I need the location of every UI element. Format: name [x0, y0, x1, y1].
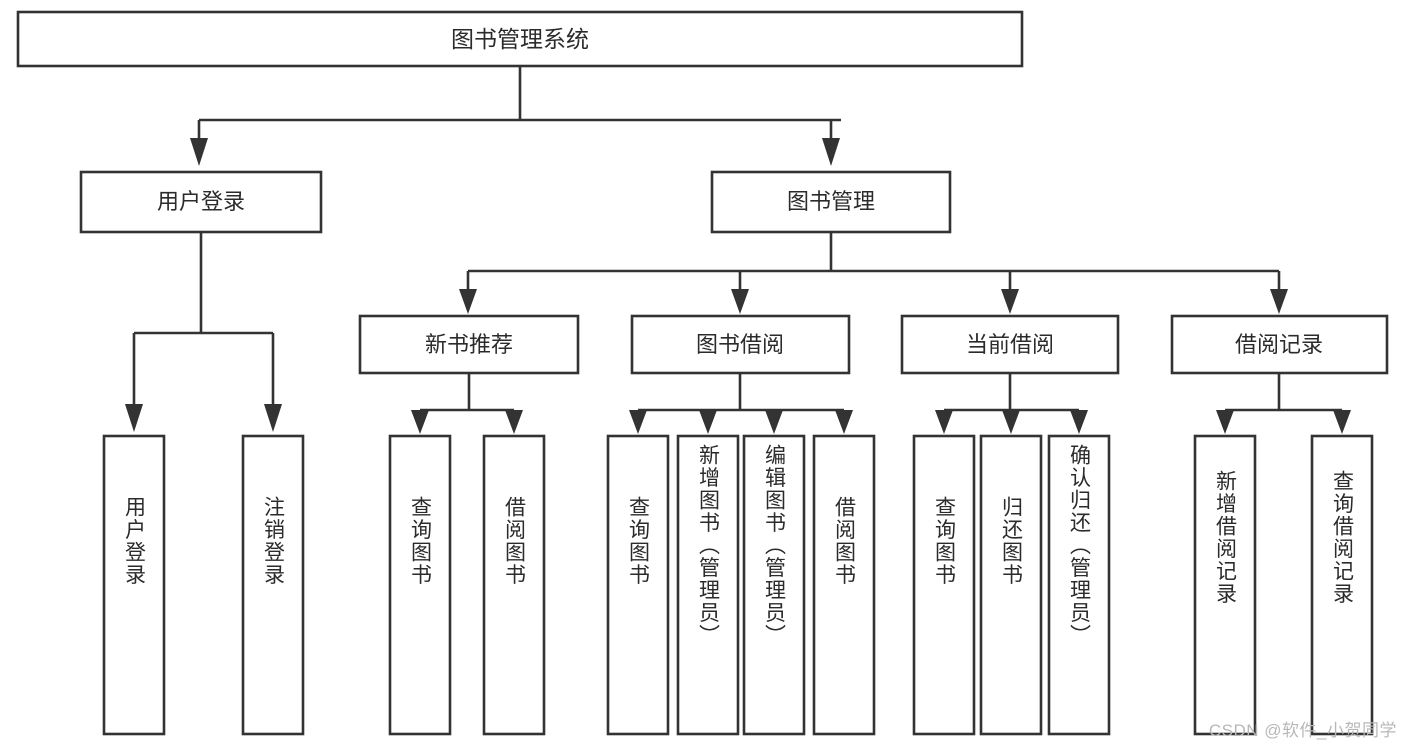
arrow-bb-4: [835, 410, 853, 434]
book-manage-label: 图书管理: [787, 189, 875, 214]
leaf-box-cb-return-book[interactable]: [979, 434, 1043, 736]
watermark-text: CSDN @软件_小贺同学: [1208, 721, 1397, 740]
connector-user-login-to-leaves: [125, 232, 282, 432]
connector-book-borrow-to-leaves: [629, 373, 853, 434]
leaf-box-br-query-record[interactable]: [1310, 434, 1374, 736]
arrow-cb-1: [935, 410, 953, 434]
leaf-box-bb-edit-book[interactable]: [742, 434, 806, 736]
node-book-manage[interactable]: 图书管理: [710, 170, 952, 234]
arrow-current-borrow: [1001, 289, 1019, 314]
leaf-box-nb-query-book[interactable]: [388, 434, 452, 736]
arrow-nb-1: [411, 410, 429, 434]
leaf-box-bb-borrow-book[interactable]: [812, 434, 876, 736]
arrow-book-manage: [822, 138, 840, 166]
leaf-box-bb-add-book[interactable]: [676, 434, 740, 736]
current-borrow-box[interactable]: [900, 314, 1120, 375]
arrow-br-1: [1216, 410, 1234, 434]
borrow-record-label: 借阅记录: [1235, 332, 1323, 357]
root-label: 图书管理系统: [451, 26, 589, 52]
arrow-user-login: [190, 138, 208, 166]
connector-new-book-to-leaves: [411, 373, 523, 434]
arrow-bb-3: [765, 410, 783, 434]
arrow-cb-3: [1070, 410, 1088, 434]
leaf-box-br-add-record[interactable]: [1193, 434, 1257, 736]
arrow-leaf-logout: [264, 404, 282, 432]
root-box[interactable]: [16, 10, 1024, 68]
connector-borrow-record-to-leaves: [1216, 373, 1351, 434]
node-new-book-recommend[interactable]: 新书推荐: [358, 314, 580, 375]
leaf-box-logout[interactable]: [241, 434, 305, 736]
arrow-bb-2: [699, 410, 717, 434]
node-root[interactable]: 图书管理系统: [16, 10, 1024, 68]
connector-current-borrow-to-leaves: [935, 373, 1088, 434]
book-borrow-label: 图书借阅: [696, 332, 784, 357]
book-borrow-box[interactable]: [630, 314, 851, 375]
arrow-leaf-user-login: [125, 404, 143, 432]
node-borrow-record[interactable]: 借阅记录: [1170, 314, 1389, 375]
new-book-recommend-box[interactable]: [358, 314, 580, 375]
node-user-login[interactable]: 用户登录: [79, 170, 323, 234]
arrow-bb-1: [629, 410, 647, 434]
node-current-borrow[interactable]: 当前借阅: [900, 314, 1120, 375]
book-manage-box[interactable]: [710, 170, 952, 234]
leaf-box-bb-query-book[interactable]: [606, 434, 670, 736]
node-book-borrow[interactable]: 图书借阅: [630, 314, 851, 375]
user-login-label: 用户登录: [157, 189, 245, 214]
current-borrow-label: 当前借阅: [966, 332, 1054, 357]
leaf-box-cb-query-book[interactable]: [912, 434, 976, 736]
leaf-box-user-login[interactable]: [102, 434, 166, 736]
arrow-br-2: [1333, 410, 1351, 434]
borrow-record-box[interactable]: [1170, 314, 1389, 375]
new-book-recommend-label: 新书推荐: [425, 332, 513, 357]
connector-book-manage-to-level3: [459, 232, 1288, 314]
leaf-boxes: [102, 434, 1374, 736]
arrow-borrow-record: [1270, 289, 1288, 314]
leaf-box-nb-borrow-book[interactable]: [482, 434, 546, 736]
arrow-cb-2: [1002, 410, 1020, 434]
leaf-box-cb-confirm-return[interactable]: [1047, 434, 1111, 736]
connector-root-to-level2: [190, 66, 841, 166]
arrow-new-book: [459, 289, 477, 314]
arrow-book-borrow: [731, 289, 749, 314]
arrow-nb-2: [505, 410, 523, 434]
